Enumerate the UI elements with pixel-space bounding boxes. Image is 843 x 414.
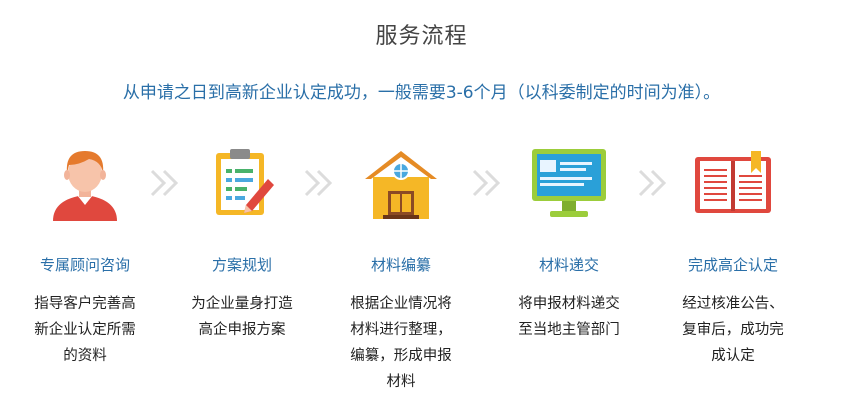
step-title: 材料编纂 (370, 256, 431, 274)
step-consultation: 专属顾问咨询 指导客户完善高新企业认定所需的资料 (10, 140, 160, 369)
step-title: 方案规划 (211, 256, 272, 274)
book-icon (658, 140, 808, 226)
clipboard-plan-icon (167, 140, 317, 226)
step-submission: 材料递交 将申报材料递交至当地主管部门 (494, 140, 644, 343)
step-description: 将申报材料递交至当地主管部门 (518, 296, 620, 338)
chevron-right-icon (638, 169, 667, 197)
step-title: 材料递交 (538, 256, 599, 274)
step-compilation: 材料编纂 根据企业情况将材料进行整理，编纂，形成申报材料 (326, 140, 476, 395)
step-description: 经过核准公告、复审后，成功完成认定 (682, 296, 784, 364)
chevron-right-icon (472, 169, 501, 197)
step-description: 为企业量身打造高企申报方案 (191, 296, 293, 338)
section-subtitle: 从申请之日到高新企业认定成功，一般需要3-6个月（以科委制定的时间为准）。 (122, 83, 721, 103)
consultant-icon (10, 140, 160, 226)
step-description: 指导客户完善高新企业认定所需的资料 (34, 296, 136, 364)
step-title: 完成高企认定 (687, 256, 778, 274)
monitor-icon (494, 140, 644, 226)
chevron-right-icon (304, 169, 333, 197)
step-description: 根据企业情况将材料进行整理，编纂，形成申报材料 (350, 296, 452, 390)
step-certification: 完成高企认定 经过核准公告、复审后，成功完成认定 (658, 140, 808, 369)
step-title: 专属顾问咨询 (39, 256, 130, 274)
step-planning: 方案规划 为企业量身打造高企申报方案 (167, 140, 317, 343)
chevron-right-icon (150, 169, 179, 197)
house-icon (326, 140, 476, 226)
section-title: 服务流程 (375, 24, 468, 49)
